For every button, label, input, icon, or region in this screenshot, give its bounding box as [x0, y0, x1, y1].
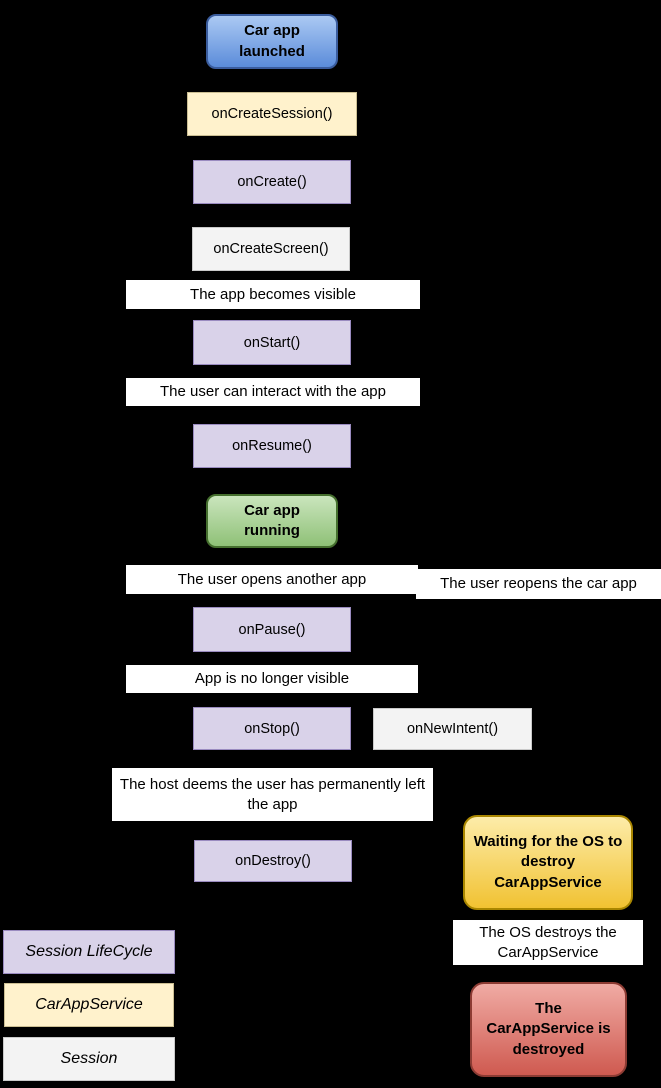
annotation-user-opens-another-app: The user opens another app: [126, 565, 418, 594]
node-onstop: onStop(): [193, 707, 351, 750]
node-car-app-running: Car app running: [206, 494, 338, 548]
node-ondestroy: onDestroy(): [194, 840, 352, 882]
annotation-app-no-longer-visible: App is no longer visible: [126, 665, 418, 693]
node-oncreate: onCreate(): [193, 160, 351, 204]
legend-session-lifecycle: Session LifeCycle: [3, 930, 175, 974]
node-car-app-launched: Car app launched: [206, 14, 338, 69]
annotation-os-destroys-carappservice: The OS destroys the CarAppService: [453, 920, 643, 965]
annotation-app-becomes-visible: The app becomes visible: [126, 280, 420, 309]
annotation-user-can-interact: The user can interact with the app: [126, 378, 420, 406]
node-oncreatescreen: onCreateScreen(): [192, 227, 350, 271]
legend-carappservice: CarAppService: [4, 983, 174, 1027]
node-onresume: onResume(): [193, 424, 351, 468]
node-waiting-os-destroy: Waiting for the OS to destroy CarAppServ…: [463, 815, 633, 910]
annotation-user-reopens-car-app: The user reopens the car app: [416, 569, 661, 599]
node-onstart: onStart(): [193, 320, 351, 365]
node-oncreatesession: onCreateSession(): [187, 92, 357, 136]
node-onpause: onPause(): [193, 607, 351, 652]
legend-session: Session: [3, 1037, 175, 1081]
annotation-host-deems-left-app: The host deems the user has permanently …: [112, 768, 433, 821]
node-onnewintent: onNewIntent(): [373, 708, 532, 750]
node-carappservice-destroyed: The CarAppService is destroyed: [470, 982, 627, 1077]
